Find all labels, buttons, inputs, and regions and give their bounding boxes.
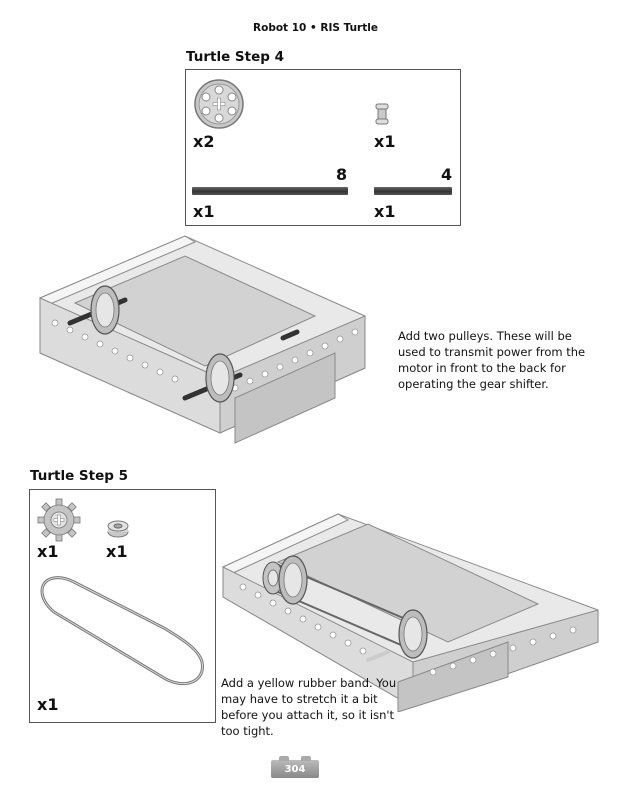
step4-caption: Add two pulleys. These will be used to t… (398, 328, 588, 392)
axle4-qty: x1 (374, 202, 395, 221)
step5-caption: Add a yellow rubber band. You may have t… (221, 675, 399, 739)
step4-title: Turtle Step 4 (186, 49, 284, 65)
axle8-length: 8 (336, 165, 347, 184)
axle-4-icon (374, 187, 452, 195)
rubber-band-icon (34, 570, 209, 690)
step4-assembly-illustration (35, 228, 395, 450)
pulley-icon (193, 78, 245, 130)
half-bushing-qty: x1 (106, 542, 127, 561)
bushing-icon (374, 102, 390, 126)
half-bushing-icon (106, 520, 130, 538)
axle8-qty: x1 (193, 202, 214, 221)
step4-parts-box: x2 x1 8 x1 4 x1 (185, 69, 461, 226)
running-header: Robot 10 • RIS Turtle (0, 22, 631, 34)
gear-qty: x1 (37, 542, 58, 561)
axle-8-icon (192, 187, 348, 195)
bushing-qty: x1 (374, 132, 395, 151)
axle4-length: 4 (441, 165, 452, 184)
pulley-qty: x2 (193, 132, 214, 151)
page-number: 304 (271, 764, 319, 775)
step5-title: Turtle Step 5 (30, 468, 128, 484)
step5-parts-box: x1 x1 x1 (29, 489, 216, 723)
band-qty: x1 (37, 695, 58, 714)
gear-icon (37, 498, 81, 542)
